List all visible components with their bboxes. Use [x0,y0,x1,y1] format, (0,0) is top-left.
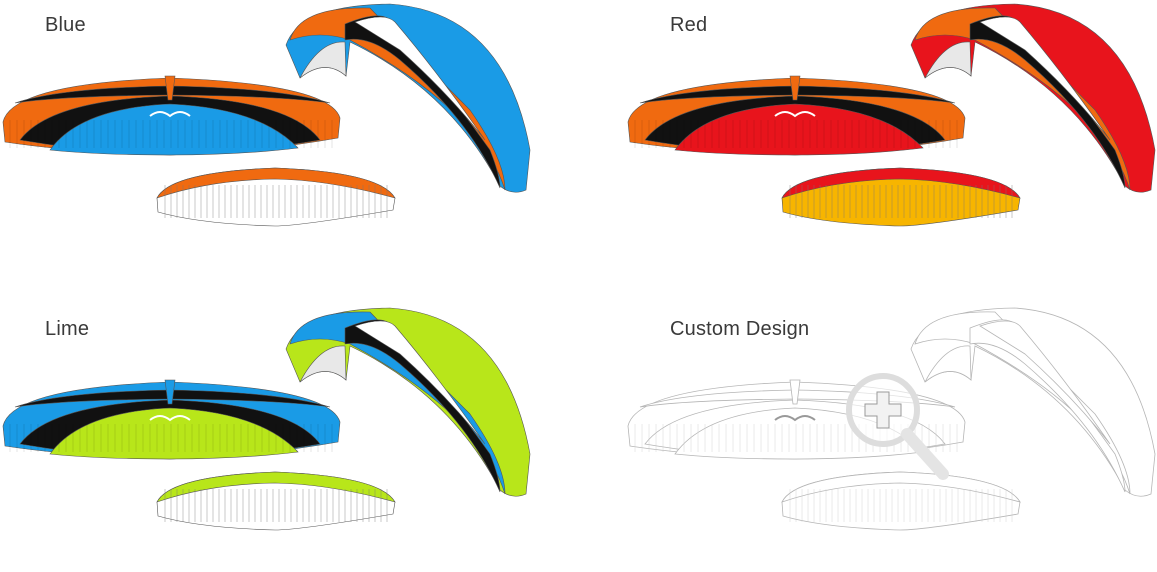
zoom-plus-icon [846,373,949,480]
top-wing-center-stripe [789,75,801,101]
color-option-custom-design[interactable]: Custom Design [625,304,1157,572]
top-wing-main [49,407,299,460]
side-wing [285,3,531,193]
logo-mark [774,415,816,422]
side-wing-stripe-light [979,16,1111,141]
color-option-blue[interactable]: Blue [0,0,578,268]
color-option-red[interactable]: Red [625,0,1157,268]
underside-leading-edge [156,471,396,503]
underside-leading-edge [781,471,1021,503]
side-wing-underside [299,41,347,79]
plus-icon [864,391,902,429]
option-title: Blue [45,14,86,36]
wing-illustration [2,307,531,531]
side-wing [910,3,1156,193]
top-wing-main [674,103,924,156]
wing-illustration [627,307,1156,531]
option-title: Lime [45,318,90,340]
wing-illustration [2,3,531,227]
magnifier-handle [901,428,949,480]
top-wing-main [49,103,299,156]
side-wing-stripe-light [979,320,1111,445]
underside-leading-edge [156,167,396,199]
top-wing-center-stripe [164,379,176,405]
side-wing [910,307,1156,497]
side-wing [285,307,531,497]
wing-illustration [627,3,1156,227]
option-title: Custom Design [670,318,810,340]
color-option-lime[interactable]: Lime [0,304,578,572]
side-wing-stripe-light [354,320,486,445]
underside-leading-edge [781,167,1021,199]
logo-mark [149,111,191,118]
top-wing-center-stripe [789,379,801,405]
side-wing-stripe-light [354,16,486,141]
side-wing-underside [299,345,347,383]
logo-mark [774,111,816,118]
side-wing-underside [924,41,972,79]
logo-mark [149,415,191,422]
side-wing-underside [924,345,972,383]
option-title: Red [670,14,708,36]
top-wing-center-stripe [164,75,176,101]
